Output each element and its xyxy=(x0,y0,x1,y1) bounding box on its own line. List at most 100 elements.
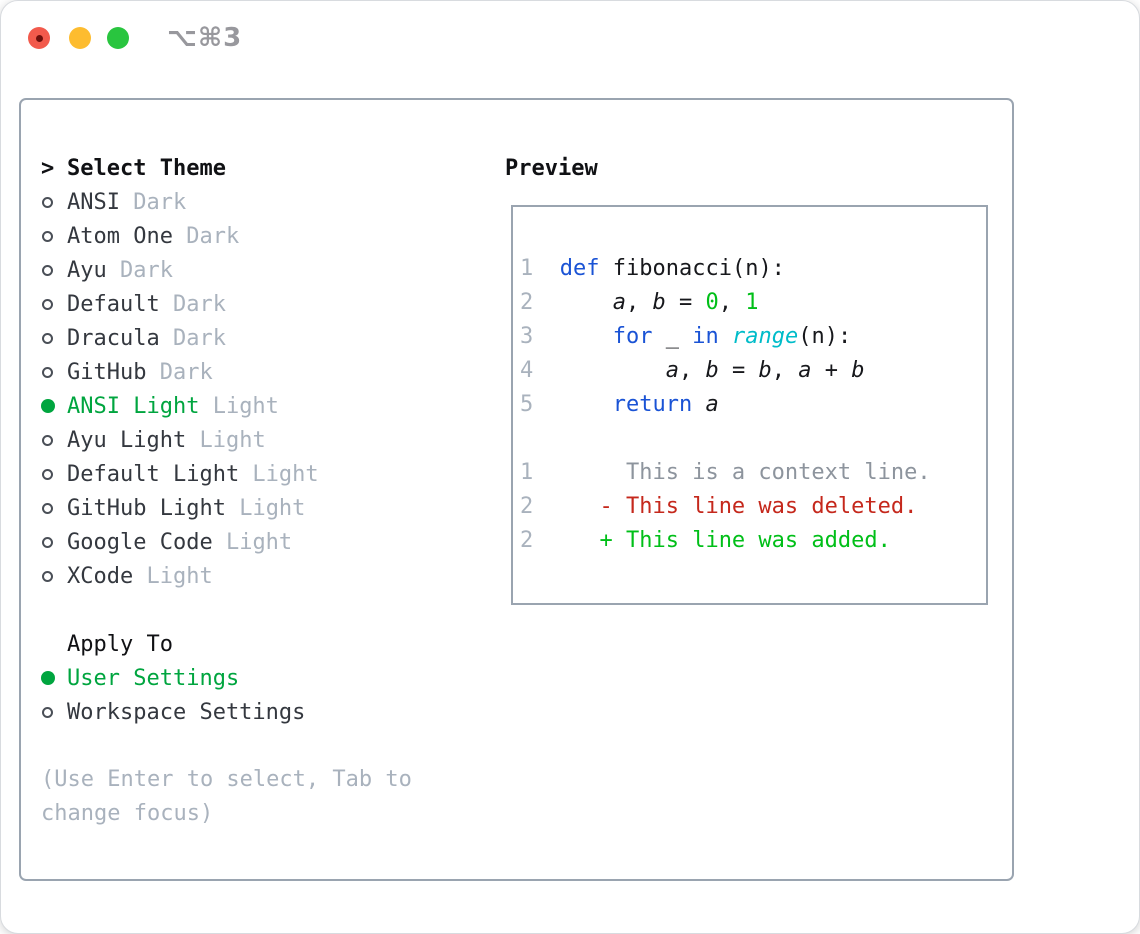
radio-icon xyxy=(41,434,55,446)
code-token-kw: return xyxy=(612,392,693,417)
radio-ring-icon xyxy=(42,298,53,310)
window-title: ⌥⌘3 xyxy=(167,23,243,53)
theme-variant-tag: Light xyxy=(199,393,279,419)
radio-ring-icon xyxy=(42,536,53,548)
line-number: 5 xyxy=(520,392,560,417)
radio-ring-icon xyxy=(42,570,53,582)
theme-variant-tag: Light xyxy=(225,495,306,521)
theme-variant-tag: Light xyxy=(133,563,213,589)
code-token-plain: (n): xyxy=(798,324,852,349)
theme-variant-tag: Dark xyxy=(119,189,187,215)
code-token-var: b xyxy=(851,358,865,383)
theme-name: XCode xyxy=(67,563,134,589)
radio-dot-icon xyxy=(41,671,55,685)
theme-name: Ayu xyxy=(67,257,107,283)
radio-icon xyxy=(41,706,55,718)
minimize-button[interactable] xyxy=(69,27,91,49)
code-token-kw: in xyxy=(692,324,719,349)
radio-dot-icon xyxy=(41,399,55,413)
code-token-kw: for xyxy=(612,324,653,349)
code-token-var: a xyxy=(705,392,719,417)
theme-name: Default xyxy=(67,291,160,317)
radio-selected-icon xyxy=(41,399,55,413)
code-token-var: b xyxy=(652,290,666,315)
radio-ring-icon xyxy=(42,706,53,718)
code-token-plain: fibonacci(n): xyxy=(599,256,785,281)
radio-ring-icon xyxy=(42,196,53,208)
theme-option-github-light[interactable]: GitHub Light Light xyxy=(41,491,505,525)
theme-variant-tag: Light xyxy=(239,461,319,487)
code-token-builtin: range xyxy=(731,324,799,349)
theme-option-ansi[interactable]: ANSI Dark xyxy=(41,185,505,219)
code-token-var: a xyxy=(798,358,812,383)
radio-ring-icon xyxy=(42,434,53,446)
theme-option-ayu[interactable]: Ayu Dark xyxy=(41,253,505,287)
apply-option-workspace-settings[interactable]: Workspace Settings xyxy=(41,695,505,729)
theme-option-atom-one[interactable]: Atom One Dark xyxy=(41,219,505,253)
theme-option-xcode[interactable]: XCode Light xyxy=(41,559,505,593)
apply-option-user-settings[interactable]: User Settings xyxy=(41,661,505,695)
theme-option-github[interactable]: GitHub Dark xyxy=(41,355,505,389)
theme-option-ansi-light[interactable]: ANSI Light Light xyxy=(41,389,505,423)
code-token-var: a xyxy=(612,290,626,315)
theme-name: Default Light xyxy=(67,461,240,487)
maximize-button[interactable] xyxy=(107,27,129,49)
radio-icon xyxy=(41,264,55,276)
radio-ring-icon xyxy=(42,230,53,242)
apply-to-title: Apply To xyxy=(67,631,173,657)
radio-icon xyxy=(41,298,55,310)
theme-name: GitHub Light xyxy=(67,495,226,521)
code-line: 4 a, b = b, a + b xyxy=(520,354,978,388)
code-token-plain: , xyxy=(718,290,746,315)
radio-icon xyxy=(41,570,55,582)
select-theme-title: Select Theme xyxy=(67,155,226,181)
radio-icon xyxy=(41,332,55,344)
theme-option-dracula[interactable]: Dracula Dark xyxy=(41,321,505,355)
close-dot-icon xyxy=(35,34,43,42)
theme-variant-tag: Dark xyxy=(159,291,226,317)
code-token-plain xyxy=(560,392,613,417)
code-token-plain: _ xyxy=(652,324,693,349)
code-line: 3 for _ in range(n): xyxy=(520,320,978,354)
theme-option-ayu-light[interactable]: Ayu Light Light xyxy=(41,423,505,457)
radio-icon xyxy=(41,196,55,208)
theme-name: GitHub xyxy=(67,359,147,385)
theme-option-google-code[interactable]: Google Code Light xyxy=(41,525,505,559)
theme-variant-tag: Light xyxy=(212,529,293,555)
radio-icon xyxy=(41,366,55,378)
code-token-plain xyxy=(560,324,613,349)
line-number: 1 xyxy=(520,460,560,485)
radio-ring-icon xyxy=(42,366,53,378)
apply-option-label: User Settings xyxy=(67,665,240,691)
line-number: 4 xyxy=(520,358,560,383)
theme-option-default[interactable]: Default Dark xyxy=(41,287,505,321)
code-token-plain: = xyxy=(665,290,706,315)
preview-title: Preview xyxy=(505,155,598,181)
radio-ring-icon xyxy=(42,468,53,480)
code-token-del: - This line was deleted. xyxy=(559,494,918,519)
hint-line-2: change focus) xyxy=(41,801,214,826)
theme-variant-tag: Dark xyxy=(172,223,240,249)
code-token-plain xyxy=(719,324,732,349)
line-number: 2 xyxy=(520,290,560,315)
code-line: 5 return a xyxy=(520,388,978,422)
radio-ring-icon xyxy=(42,264,53,276)
theme-option-default-light[interactable]: Default Light Light xyxy=(41,457,505,491)
close-button[interactable] xyxy=(28,27,50,49)
code-token-num: 1 xyxy=(745,290,759,315)
theme-name: ANSI Light xyxy=(67,393,200,419)
code-token-ctx: This is a context line. xyxy=(559,460,931,485)
theme-name: ANSI xyxy=(67,189,120,215)
code-token-kw: def xyxy=(559,256,600,281)
theme-name: Ayu Light xyxy=(67,427,187,453)
code-line: 1 This is a context line. xyxy=(520,456,978,490)
radio-selected-icon xyxy=(41,671,55,685)
line-number: 2 xyxy=(520,528,560,553)
code-line: 2 - This line was deleted. xyxy=(520,490,978,524)
code-token-var: b xyxy=(705,358,719,383)
radio-ring-icon xyxy=(42,332,53,344)
cursor-marker: > xyxy=(41,156,55,181)
